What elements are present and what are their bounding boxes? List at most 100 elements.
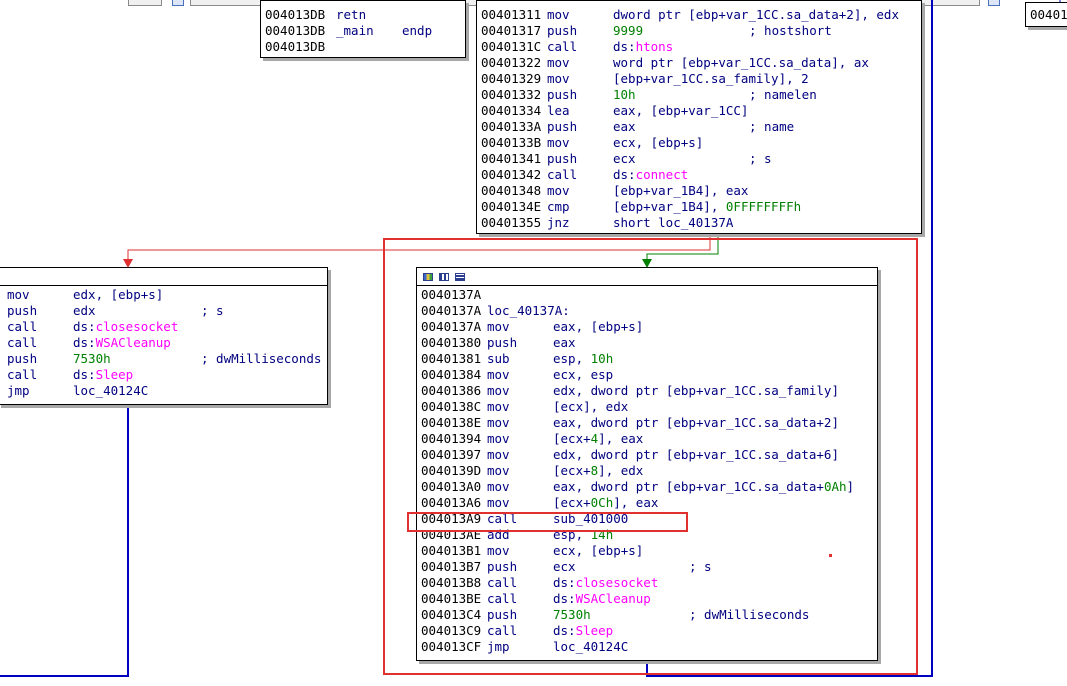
import-function: WSACleanup: [95, 335, 171, 350]
import-function: connect: [635, 167, 689, 182]
operand: ecx, [ebp+s]: [613, 135, 704, 150]
code-label: loc_40137A:: [487, 303, 570, 318]
instruction-line[interactable]: 004013DB: [265, 39, 465, 55]
operand: eax, dword ptr [ebp+var_1CC.sa_data+: [553, 479, 824, 494]
operand-prefix: ds:: [613, 167, 636, 182]
node-top-right-partial[interactable]: 00401: [1025, 2, 1067, 27]
mnemonic: call: [487, 511, 518, 526]
operand: ecx: [613, 151, 636, 166]
comment: ; hostshort: [749, 23, 832, 38]
operand-prefix: ds:: [73, 367, 96, 382]
mnemonic: retn: [336, 7, 367, 22]
edge-jump-right: [646, 0, 933, 677]
mnemonic: mov: [487, 319, 510, 334]
operand: eax: [553, 335, 576, 350]
address: 004013C9: [421, 623, 482, 638]
mnemonic: call: [547, 167, 578, 182]
address: 004013A9: [421, 511, 482, 526]
color-palette-icon[interactable]: [423, 272, 433, 281]
instruction-line[interactable]: 0040137A loc_40137A:: [421, 303, 877, 319]
mnemonic: push: [487, 607, 518, 622]
mnemonic: mov: [487, 431, 510, 446]
tab-icon[interactable]: [172, 0, 184, 6]
operand: eax, [ebp+var_1CC]: [613, 103, 749, 118]
text-view-icon[interactable]: [455, 272, 465, 281]
mnemonic: mov: [487, 447, 510, 462]
mnemonic: call: [487, 575, 518, 590]
import-function: Sleep: [95, 367, 134, 382]
mnemonic: mov: [547, 71, 570, 86]
address: 0040137A: [421, 303, 482, 318]
graph-view-icon[interactable]: [439, 272, 449, 281]
numeric-operand: 8: [590, 463, 599, 478]
mnemonic: push: [7, 303, 38, 318]
mnemonic: mov: [547, 55, 570, 70]
operand: loc_40124C: [73, 383, 149, 398]
mnemonic: mov: [487, 479, 510, 494]
mnemonic: jnz: [547, 215, 570, 230]
tab-icon[interactable]: [988, 0, 1000, 6]
comment: ; s: [201, 303, 224, 318]
numeric-operand: 10h: [613, 87, 636, 102]
instruction-line[interactable]: 0040137A: [421, 287, 877, 303]
address: 004013B1: [421, 543, 482, 558]
numeric-operand: 10h: [590, 351, 614, 366]
address: 00401394: [421, 431, 482, 446]
address: 0040138E: [421, 415, 482, 430]
address: 0040133B: [481, 135, 542, 150]
operand: edx, dword ptr [ebp+var_1CC.sa_family]: [553, 383, 839, 398]
operand-prefix: ds:: [553, 623, 576, 638]
mnemonic: call: [547, 39, 578, 54]
tab-fragment[interactable]: [128, 0, 162, 6]
